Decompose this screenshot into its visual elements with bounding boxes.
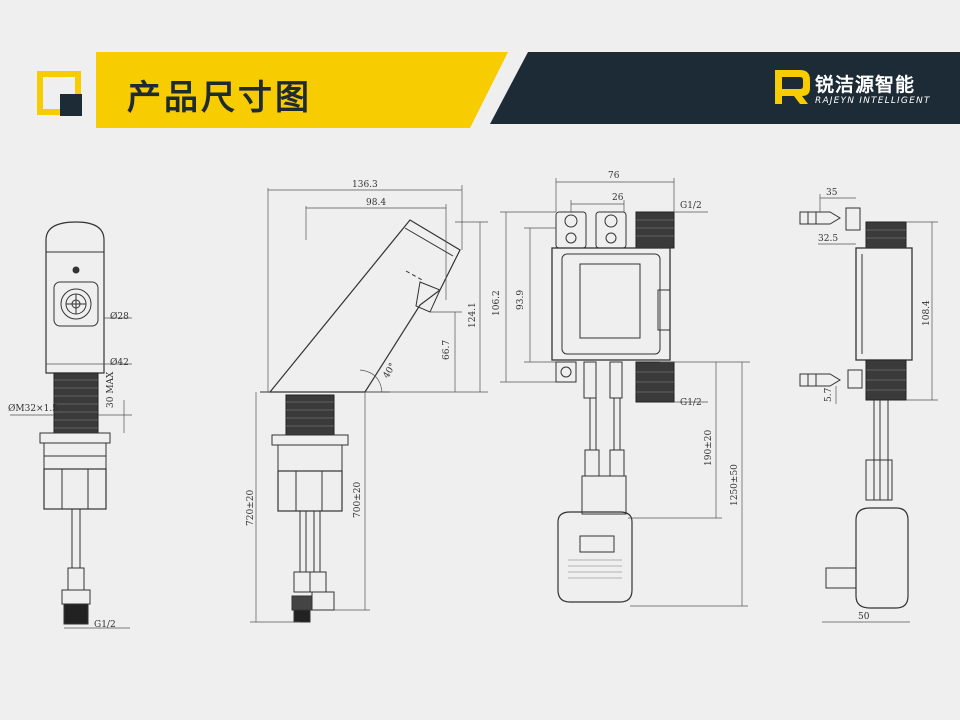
- page-title: 产品尺寸图: [127, 78, 312, 118]
- brand-r-logo-icon: [775, 70, 810, 104]
- control-box-front-dims: [500, 178, 750, 607]
- brand-name: 锐洁源智能: [815, 74, 916, 96]
- faucet-side-view: [260, 219, 461, 623]
- faucet-front-view: [39, 221, 111, 625]
- section-square-icon: [37, 71, 82, 116]
- faucet-side-dims: [250, 185, 488, 623]
- brand-banner: [490, 52, 960, 124]
- brand-subtitle: RAJEYN INTELLIGENT: [815, 96, 931, 106]
- control-box-side: [799, 207, 913, 609]
- faucet-front-dims: [10, 317, 132, 629]
- control-box-front: [551, 211, 675, 603]
- title-banner: [96, 52, 508, 128]
- control-box-side-dims: [818, 194, 938, 623]
